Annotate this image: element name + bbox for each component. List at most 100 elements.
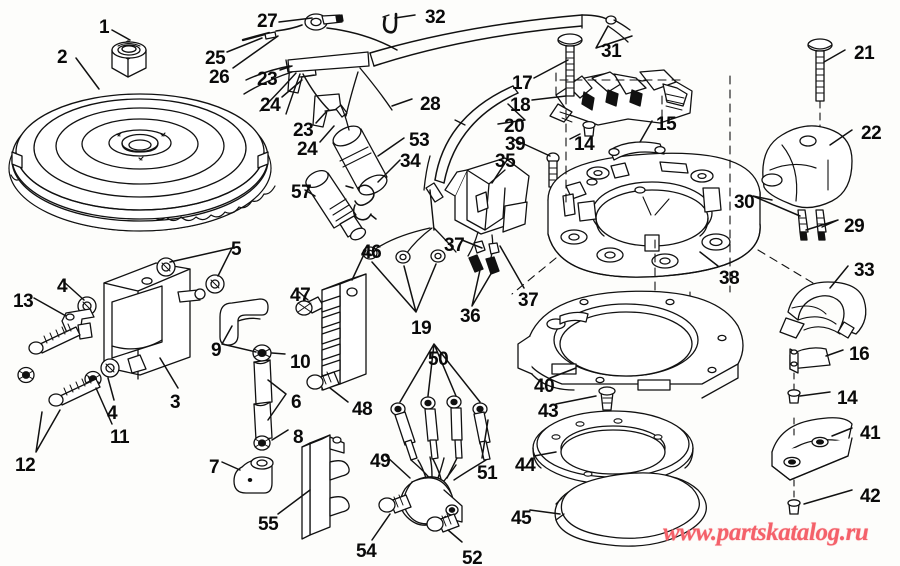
site-watermark: www.partskatalog.ru <box>663 519 869 546</box>
part-harness-connector <box>581 14 631 43</box>
callout-23-spark-plug-boot-2: 23 <box>293 120 314 141</box>
part-flywheel <box>8 93 276 232</box>
part-power-pack <box>103 262 206 380</box>
part-rubber-fitting <box>233 456 274 494</box>
part-ground-lead-set <box>362 155 457 264</box>
part-screw-mount <box>598 386 616 437</box>
part-screw-through <box>557 33 583 97</box>
callout-54-screw-coil: 54 <box>356 541 377 562</box>
callout-40-flywheel-cover: 40 <box>534 376 555 397</box>
callout-20-lead-assembly: 20 <box>504 116 525 137</box>
callout-12-screw-pair: 12 <box>15 455 36 476</box>
part-grommet <box>252 344 272 362</box>
part-sensor-assembly <box>549 69 693 126</box>
callout-5-washer: 5 <box>231 239 242 260</box>
part-flywheel-cover <box>517 290 744 399</box>
part-snap-ring <box>554 472 707 547</box>
part-mounting-bracket <box>301 434 350 540</box>
callout-41-bracket: 41 <box>860 423 881 444</box>
part-screw-long <box>807 38 833 140</box>
callout-34-spring-clip: 34 <box>400 151 421 172</box>
part-wiring-harness <box>243 14 583 118</box>
callout-14-screw-small: 14 <box>574 134 595 155</box>
part-temperature-sensor <box>305 169 367 241</box>
callout-29-bullet-connectors: 29 <box>844 216 865 237</box>
part-clamp <box>253 435 271 451</box>
callout-26-terminal-end: 26 <box>209 67 230 88</box>
callout-53-capacitor: 53 <box>409 130 430 151</box>
callout-49-ignition-coil-2: 49 <box>370 451 391 472</box>
callout-37-coil-secondary-lead: 37 <box>518 290 539 311</box>
callout-47-screw: 47 <box>290 285 311 306</box>
part-air-deflector <box>779 281 867 339</box>
callout-15-retainer-strap: 15 <box>656 114 677 135</box>
part-wire-clip <box>382 12 398 34</box>
part-spring-clip <box>345 184 377 221</box>
callout-37-coil-primary-lead: 37 <box>444 235 465 256</box>
part-screw-terminal <box>306 371 340 391</box>
callout-8-clamp: 8 <box>293 427 304 448</box>
callout-24-spark-plug-terminal-2: 24 <box>297 139 318 160</box>
callout-38-stator-plate: 38 <box>719 268 740 289</box>
part-screw-small-2 <box>787 389 801 404</box>
callout-17-ignition-lead: 17 <box>512 73 533 94</box>
callout-48-screw-terminal: 48 <box>352 399 373 420</box>
callout-9-rubber-elbow: 9 <box>211 340 222 361</box>
callout-44-retainer-ring: 44 <box>515 455 536 476</box>
callout-39-screw-stud: 39 <box>505 134 526 155</box>
callout-11-washer-2: 11 <box>110 427 130 448</box>
callout-33-air-deflector: 33 <box>854 260 875 281</box>
callout-23-spark-plug-boot: 23 <box>257 69 278 90</box>
part-lead-assembly <box>425 85 519 203</box>
part-screw-pair <box>28 323 101 407</box>
callout-24-spark-plug-terminal: 24 <box>260 95 281 116</box>
part-screw-coil <box>378 494 412 514</box>
callout-36-coil-lead-terminal: 36 <box>460 306 481 327</box>
part-spark-plug-lead-set <box>390 395 491 481</box>
callout-31-harness-connector: 31 <box>601 41 622 62</box>
callout-43-screw-mount: 43 <box>538 401 559 422</box>
part-rubber-elbow <box>219 298 269 346</box>
part-bracket <box>771 417 853 503</box>
callout-4-lock-washer-2: 4 <box>107 403 118 424</box>
callout-57-temperature-sensor: 57 <box>291 182 312 203</box>
part-flywheel-nut <box>111 40 147 78</box>
callout-18-sensor-lead: 18 <box>510 95 531 116</box>
part-capacitor <box>332 105 388 196</box>
part-screw-small <box>582 120 596 137</box>
part-ignition-coil-2 <box>399 456 463 526</box>
callout-21-screw-long: 21 <box>854 43 875 64</box>
callout-1-flywheel-nut: 1 <box>99 17 110 38</box>
callout-35-ignition-coil: 35 <box>495 151 516 172</box>
callout-13-ground-strap: 13 <box>13 291 34 312</box>
part-wire-retainer <box>789 347 831 390</box>
part-ignition-coil <box>444 157 530 275</box>
callout-22-ignition-coil-cover: 22 <box>861 123 882 144</box>
callout-42-screw-mount-2: 42 <box>860 486 881 507</box>
part-ignition-coil-cover <box>761 125 853 241</box>
callout-28-ground-wire: 28 <box>420 94 441 115</box>
part-screw-coil-2 <box>426 513 460 533</box>
callout-16-wire-retainer: 16 <box>849 344 870 365</box>
part-washers <box>17 257 225 388</box>
part-stator-plate <box>511 72 829 333</box>
callout-32-wire-clip: 32 <box>425 7 446 28</box>
part-screw <box>295 296 325 316</box>
part-retainer-ring <box>532 410 694 485</box>
callout-50-spark-plug-lead-set: 50 <box>428 349 449 370</box>
part-retainer-strap <box>608 141 666 161</box>
callout-14-screw-small-2: 14 <box>837 388 858 409</box>
callout-6-hose: 6 <box>291 392 302 413</box>
callout-30-coil-leads: 30 <box>734 192 755 213</box>
callout-52-screw-coil-2: 52 <box>462 548 483 566</box>
callout-4-lock-washer: 4 <box>57 276 68 297</box>
callout-55-mounting-bracket: 55 <box>258 514 279 535</box>
callout-7-rubber-fitting: 7 <box>209 457 220 478</box>
part-screw-mount-2 <box>787 499 801 515</box>
callout-45-snap-ring: 45 <box>511 508 532 529</box>
callout-19-ground-lead-set: 19 <box>411 318 432 339</box>
callout-3-power-pack: 3 <box>170 392 181 413</box>
callout-10-grommet: 10 <box>290 352 311 373</box>
